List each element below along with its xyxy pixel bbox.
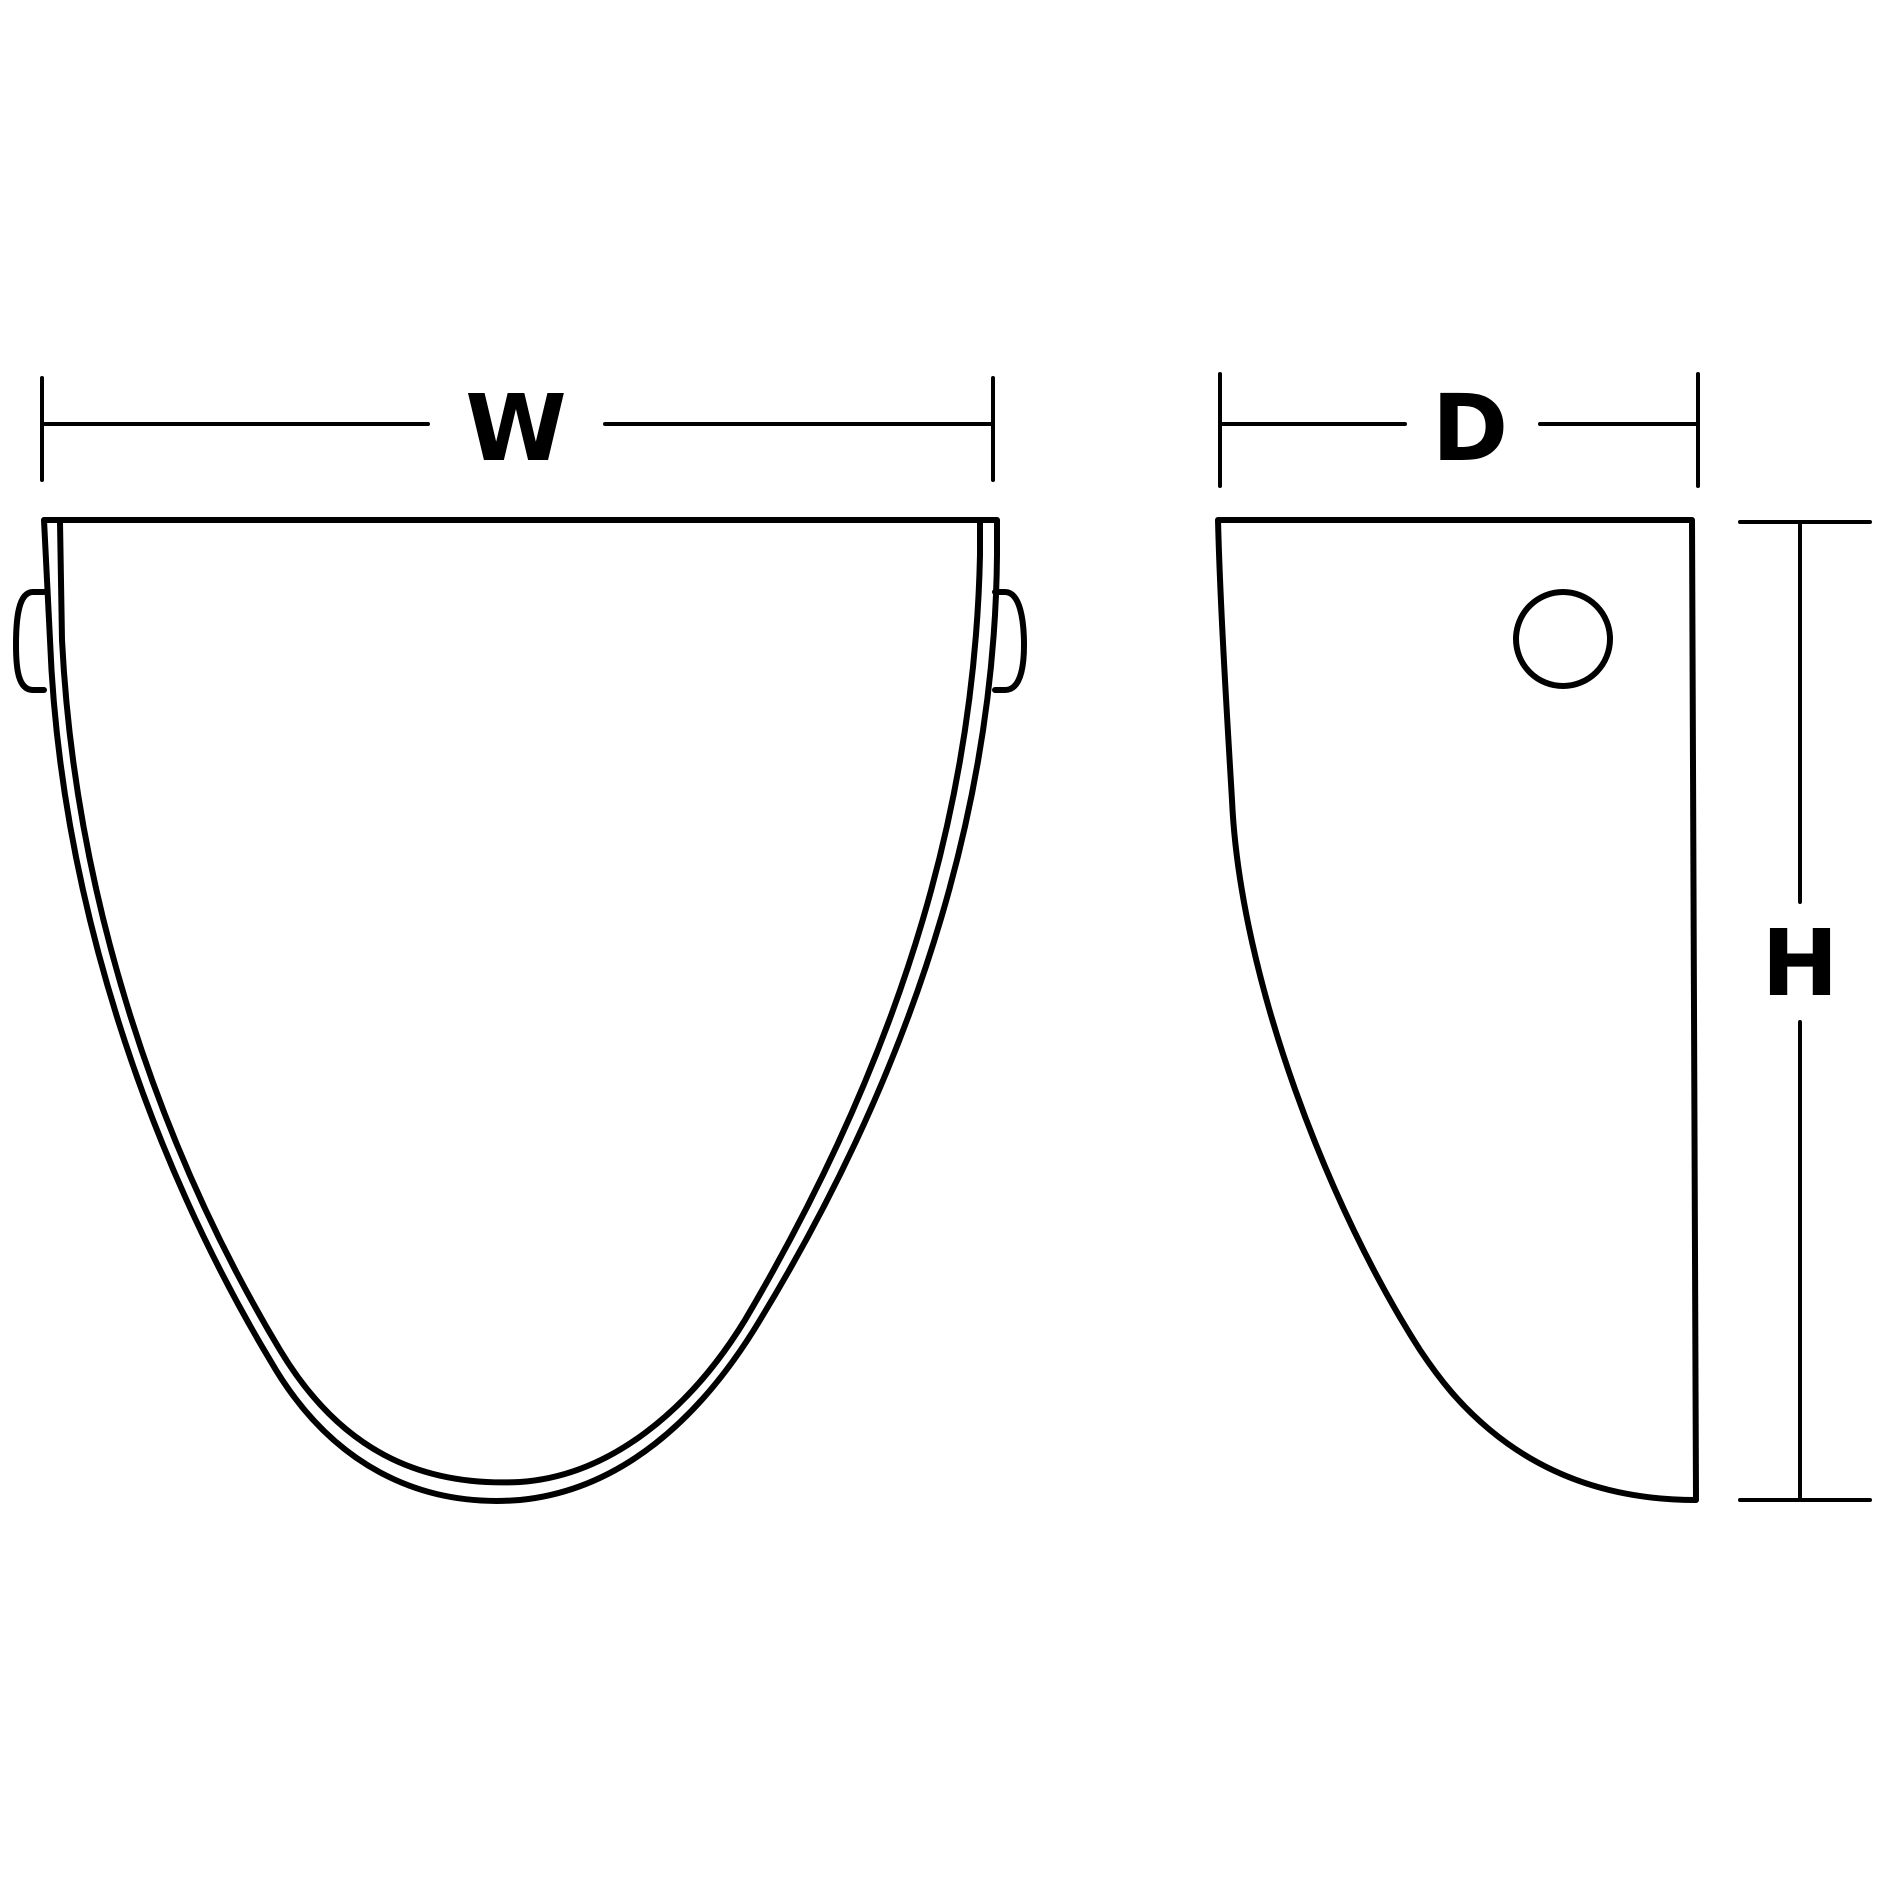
side-contour [1215, 517, 1699, 1503]
width-dimension: W [40, 375, 995, 482]
left-mount-knob [13, 589, 47, 693]
side-view [1215, 517, 1699, 1503]
front-outer-contour [41, 517, 1000, 1504]
front-inner-contour [57, 519, 983, 1486]
height-dimension: H [1738, 520, 1872, 1502]
front-view [13, 517, 1027, 1504]
mount-hole [1513, 589, 1613, 689]
right-mount-knob [992, 589, 1027, 693]
depth-dimension: D [1218, 372, 1700, 488]
height-label: H [1762, 910, 1839, 1017]
depth-label: D [1432, 375, 1508, 482]
width-label: W [465, 375, 566, 482]
